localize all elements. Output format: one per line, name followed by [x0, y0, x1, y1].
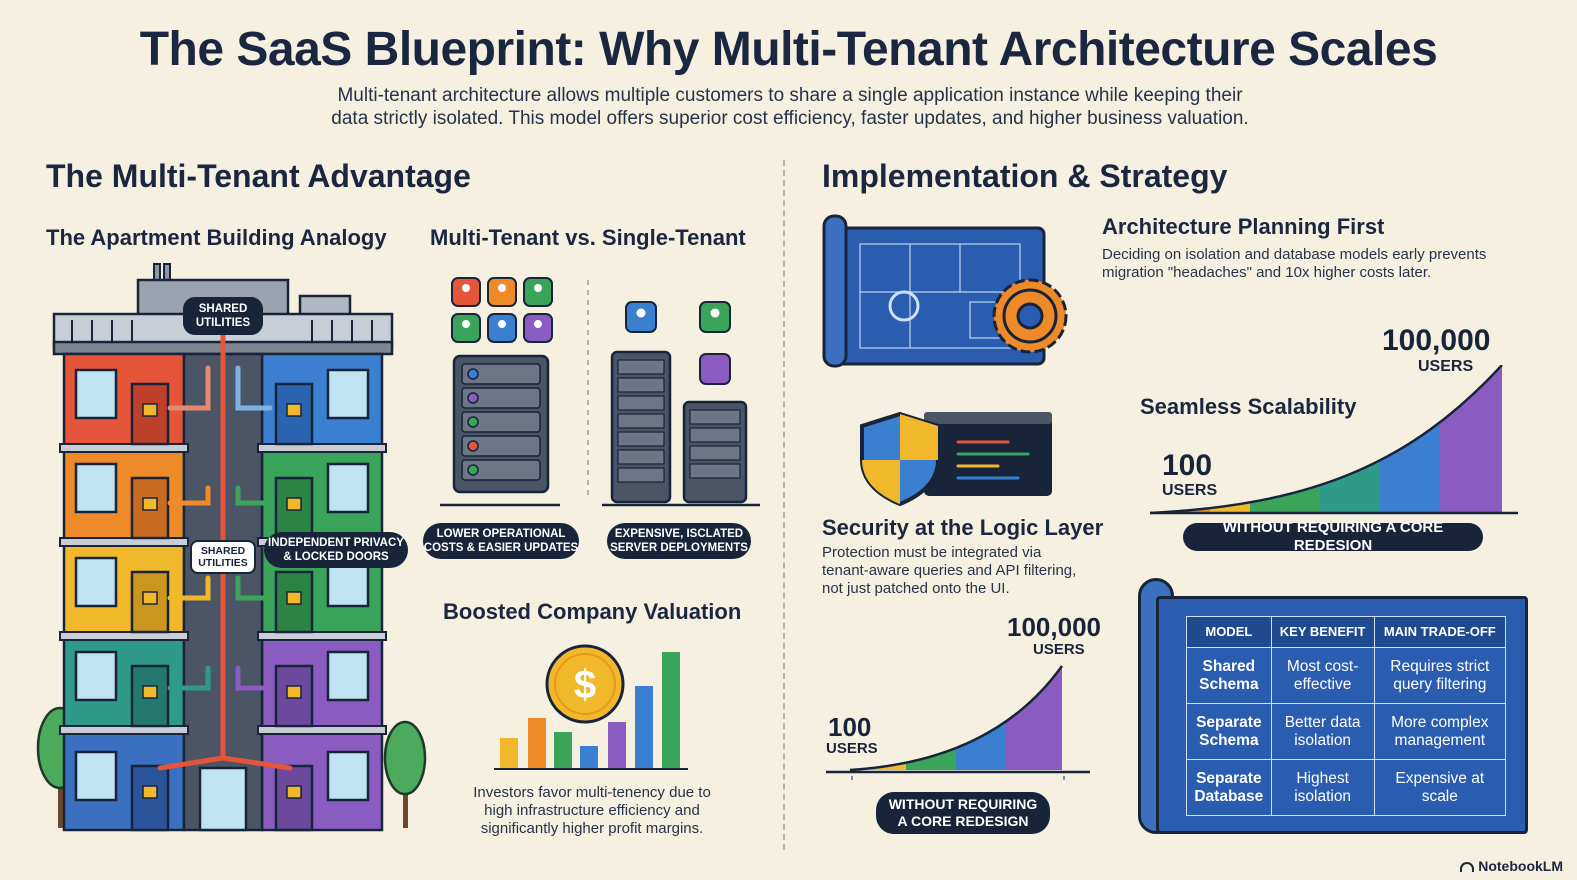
valuation-text: Investors favor multi-tenency due to hig…: [450, 784, 734, 838]
credit-text: NotebookLM: [1478, 858, 1563, 874]
cell-line: isolation: [1294, 787, 1352, 805]
cell-line: Most cost-: [1286, 657, 1359, 675]
svg-text:$: $: [574, 663, 596, 707]
multi-tenant-label-line-1: LOWER OPERATIONAL: [436, 528, 566, 540]
table-header-key-benefit: KEY BENEFIT: [1270, 615, 1375, 649]
cell-line: More complex: [1391, 713, 1489, 731]
blueprint-gear-icon: [822, 214, 1068, 368]
shared-utilities-top-line-2: UTILITIES: [195, 317, 251, 329]
cell-line: isolation: [1294, 731, 1352, 749]
shared-utilities-mid-line-2: UTILITIES: [198, 557, 248, 569]
scalability-high-value: 100,000: [1382, 324, 1491, 357]
valuation-text-line-3: significantly higher profit margins.: [480, 820, 704, 837]
independent-privacy-label: INDEPENDENT PRIVACY & LOCKED DOORS: [264, 532, 408, 568]
cell-line: Better data: [1284, 713, 1361, 731]
valuation-heading: Boosted Company Valuation: [443, 599, 742, 624]
independent-privacy-line-1: INDEPENDENT PRIVACY: [268, 537, 404, 549]
independent-privacy-line-2: & LOCKED DOORS: [283, 551, 389, 563]
security-text-line-1: Protection must be integrated via: [822, 544, 1042, 561]
single-tenant-label-line-1: EXPENSIVE, ISCLATED: [614, 528, 744, 540]
table-cell-benefit: Most cost-effective: [1270, 647, 1375, 705]
scalability-heading: Seamless Scalability: [1140, 394, 1357, 419]
notebooklm-logo-icon: [1460, 862, 1475, 872]
single-tenant-label-line-2: SERVER DEPLOYMENTS: [610, 542, 748, 554]
small-chart-high-unit: USERS: [1033, 641, 1085, 658]
valuation-bar-chart-illustration: $: [494, 644, 688, 770]
cell-line: query filtering: [1393, 675, 1487, 693]
scalability-curve-chart: [1150, 365, 1518, 515]
apartment-heading: The Apartment Building Analogy: [46, 225, 387, 250]
security-text-line-3: not just patched onto the UI.: [822, 580, 1010, 597]
security-text-line-2: tenant-aware queries and API filtering,: [822, 562, 1077, 579]
scalability-high-unit: USERS: [1418, 358, 1474, 375]
cell-line: Separate: [1196, 713, 1262, 731]
notebooklm-credit: NotebookLM: [1460, 858, 1563, 874]
comparison-heading: Multi-Tenant vs. Single-Tenant: [430, 225, 746, 250]
valuation-text-line-1: Investors favor multi-tenency due to: [473, 784, 711, 801]
planning-text: Deciding on isolation and database model…: [1102, 246, 1486, 282]
scalability-low-value: 100: [1162, 449, 1213, 482]
cell-line: management: [1394, 731, 1486, 749]
cell-line: Requires strict: [1390, 657, 1490, 675]
small-chart-low-value: 100: [828, 712, 872, 742]
right-section-heading: Implementation & Strategy: [822, 158, 1228, 194]
cell-line: Database: [1194, 787, 1264, 805]
cell-line: Schema: [1199, 675, 1259, 693]
multi-tenant-label: LOWER OPERATIONAL COSTS & EASIER UPDATES: [423, 523, 579, 559]
small-chart-pill-line-1: WITHOUT REQUIRING: [888, 796, 1038, 812]
table-header-row: MODEL KEY BENEFIT MAIN TRADE-OFF: [1186, 615, 1507, 649]
table-header-trade-off: MAIN TRADE-OFF: [1373, 615, 1507, 649]
planning-text-line-2: migration "headaches" and 10x higher cos…: [1102, 264, 1432, 281]
subtitle-line-2: data strictly isolated. This model offer…: [331, 108, 1249, 129]
apartment-building-illustration: [36, 263, 427, 832]
cell-line: Expensive at: [1395, 769, 1485, 787]
planning-text-line-1: Deciding on isolation and database model…: [1102, 246, 1487, 263]
small-chart-high-value: 100,000: [1007, 612, 1101, 642]
small-chart-pill-line-2: A CORE REDESIGN: [897, 813, 1029, 829]
security-heading: Security at the Logic Layer: [822, 515, 1104, 540]
security-text: Protection must be integrated via tenant…: [822, 544, 1076, 598]
cell-line: Separate: [1196, 769, 1262, 787]
page-subtitle: Multi-tenant architecture allows multipl…: [240, 84, 1340, 130]
small-scalability-curve-chart: [826, 665, 1090, 780]
left-section-heading: The Multi-Tenant Advantage: [46, 158, 471, 194]
cell-line: Shared: [1202, 657, 1256, 675]
cell-line: scale: [1421, 787, 1458, 805]
small-chart-low-unit: USERS: [826, 740, 878, 757]
multi-tenant-label-line-2: COSTS & EASIER UPDATES: [423, 542, 579, 554]
server-comparison-illustration: [440, 277, 760, 507]
security-shield-icon: [860, 411, 1052, 507]
planning-heading: Architecture Planning First: [1102, 214, 1385, 239]
shared-utilities-top-label: SHARED UTILITIES: [183, 297, 263, 335]
page-title: The SaaS Blueprint: Why Multi-Tenant Arc…: [139, 23, 1438, 76]
scalability-low-unit: USERS: [1162, 482, 1218, 499]
cell-line: Schema: [1199, 731, 1259, 749]
valuation-text-line-2: high infrastructure efficiency and: [484, 802, 700, 819]
section-divider: [783, 160, 785, 850]
shared-utilities-mid-line-1: SHARED: [200, 545, 246, 557]
subtitle-line-1: Multi-tenant architecture allows multipl…: [337, 85, 1243, 106]
cell-line: effective: [1293, 675, 1352, 693]
shared-utilities-top-line-1: SHARED: [198, 303, 248, 315]
cell-line: Highest: [1296, 769, 1349, 787]
scalability-pill: WITHOUT REQUIRING A CORE REDESION: [1183, 519, 1483, 554]
single-tenant-label: EXPENSIVE, ISCLATED SERVER DEPLOYMENTS: [607, 523, 751, 559]
table-header-model: MODEL: [1186, 615, 1272, 649]
